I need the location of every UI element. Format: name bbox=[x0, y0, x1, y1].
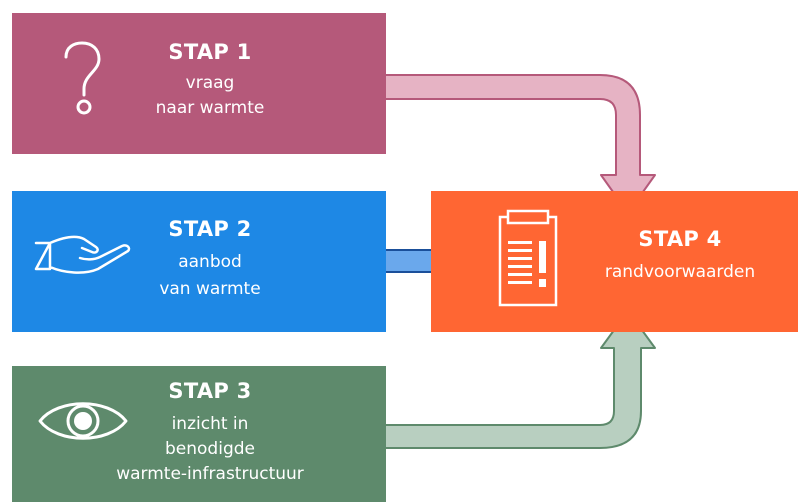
step2-line2: van warmte bbox=[159, 279, 261, 299]
step2-box: STAP 2 aanbod van warmte bbox=[12, 191, 386, 332]
eye-icon bbox=[38, 402, 128, 440]
clipboard-alert-icon bbox=[498, 209, 558, 307]
step4-title: STAP 4 bbox=[638, 227, 722, 251]
step4-box: STAP 4 randvoorwaarden bbox=[431, 191, 798, 332]
step3-title: STAP 3 bbox=[168, 379, 252, 403]
step3-line2: benodigde bbox=[165, 439, 255, 459]
step3-line3: warmte-infrastructuur bbox=[116, 464, 304, 484]
open-hand-icon bbox=[34, 235, 131, 274]
question-mark-icon bbox=[64, 41, 101, 115]
step2-title: STAP 2 bbox=[168, 217, 252, 241]
step1-title: STAP 1 bbox=[168, 40, 252, 64]
step3-box: STAP 3 inzicht in benodigde warmte-infra… bbox=[12, 366, 386, 502]
step1-line1: vraag bbox=[185, 73, 235, 93]
step1-line2: naar warmte bbox=[155, 98, 265, 118]
step3-line1: inzicht in bbox=[171, 414, 249, 434]
step1-box: STAP 1 vraag naar warmte bbox=[12, 13, 386, 154]
step4-line1: randvoorwaarden bbox=[604, 262, 756, 282]
step2-line1: aanbod bbox=[178, 252, 242, 272]
